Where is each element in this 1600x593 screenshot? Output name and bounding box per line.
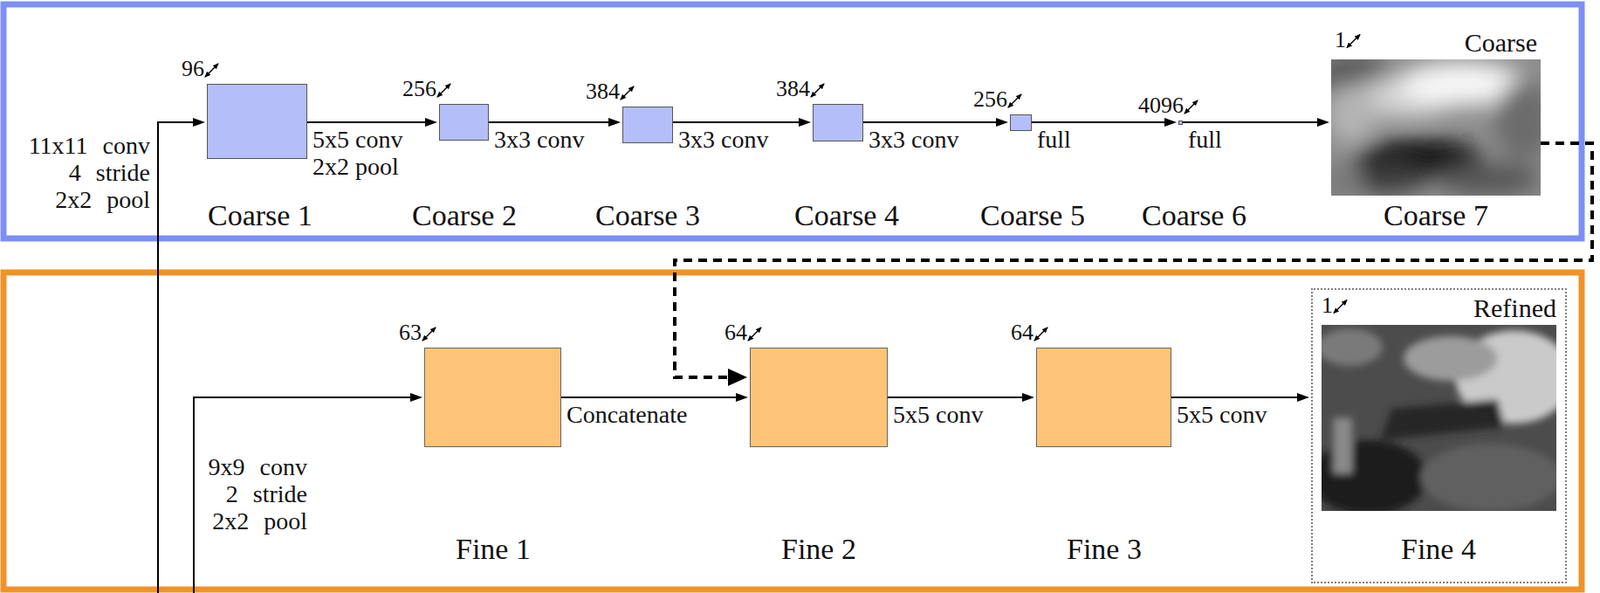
layer-arrow — [307, 121, 426, 124]
coarse-panel — [3, 4, 1582, 239]
map-title: Coarse — [1464, 27, 1538, 57]
depth-glyph — [205, 63, 219, 77]
refined-depth-map: 1 RefinedFine 4 — [1311, 288, 1567, 584]
depth-image — [1321, 324, 1557, 511]
channel-count: 63 — [398, 320, 422, 346]
edge-label: 3x3 conv — [678, 126, 769, 154]
depth-glyph — [422, 327, 436, 341]
channel-count: 384 — [585, 79, 620, 105]
layer-arrow — [1031, 121, 1166, 124]
layer-arrow — [1171, 396, 1298, 399]
depth-glyph — [1346, 34, 1360, 49]
depth-shade — [1321, 328, 1383, 366]
channel-count: 96 — [181, 56, 205, 83]
layer-name: Fine 1 — [455, 532, 531, 565]
layer-arrow — [863, 121, 997, 124]
depth-shade — [1331, 161, 1363, 196]
depth-glyph — [810, 83, 825, 97]
layer-name: Fine 2 — [781, 532, 857, 565]
layer-arrow — [561, 396, 737, 399]
edge-label: 3x3 conv — [868, 126, 959, 154]
layer-box: 256Coarse 5 — [1009, 114, 1032, 131]
layer-box: 96Coarse 1 — [206, 83, 308, 159]
edge-label: 3x3 conv — [494, 126, 584, 154]
depth-glyphs — [205, 34, 1360, 341]
input-line — [157, 122, 194, 593]
edge-label: full — [1187, 126, 1223, 154]
layer-name: Fine 3 — [1066, 532, 1142, 565]
depth-map: 1CoarseCoarse 7 — [1331, 27, 1541, 196]
depth-glyph — [1184, 100, 1198, 114]
depth-shade — [1331, 83, 1378, 145]
layer-name: Coarse 1 — [207, 199, 313, 232]
layer-dot: 4096Coarse 6 — [1178, 120, 1183, 125]
depth-glyph — [437, 83, 451, 97]
depth-glyph — [1008, 94, 1022, 108]
layer-box: 256Coarse 2 — [439, 103, 489, 141]
edge-label: 5x5 conv — [1176, 401, 1267, 429]
depth-glyph — [1333, 300, 1347, 314]
op-label: 9x9 conv 2 stride 2x2 pool — [202, 453, 308, 535]
channel-count: 256 — [402, 76, 437, 103]
layer-arrow — [1182, 121, 1319, 124]
channel-count: 1 — [1334, 27, 1346, 54]
layer-box: 64Fine 3 — [1036, 347, 1172, 447]
depth-shade — [1380, 398, 1505, 440]
layer-name: Coarse 7 — [1383, 199, 1489, 232]
edge-label: full — [1036, 126, 1072, 154]
layer-arrow — [887, 396, 1024, 399]
edge-label: 5x5 conv — [892, 401, 983, 429]
depth-shade — [1435, 163, 1541, 196]
layer-name: Coarse 2 — [412, 199, 517, 232]
layer-box: 64Fine 2 — [749, 347, 888, 447]
layer-name: Coarse 5 — [980, 199, 1085, 232]
layer-box: 384Coarse 4 — [812, 103, 864, 142]
depth-shade — [1403, 336, 1498, 381]
layer-name: Coarse 6 — [1141, 199, 1247, 232]
depth-glyph — [1034, 327, 1048, 341]
depth-glyph — [620, 86, 634, 100]
channel-count: 64 — [1010, 320, 1034, 346]
layer-arrow — [488, 121, 610, 124]
input-line — [193, 397, 412, 593]
layer-name: Coarse 4 — [794, 199, 900, 232]
fine-panel — [3, 272, 1582, 590]
channel-count: 384 — [775, 76, 811, 103]
depth-glyph — [748, 327, 762, 341]
layer-box: 63Fine 1 — [424, 347, 562, 447]
layer-name: Coarse 3 — [595, 199, 701, 232]
edge-label: 5x5 conv 2x2 pool — [312, 126, 416, 181]
edge-label: Concatenate — [566, 401, 687, 429]
channel-count: 1 — [1321, 293, 1333, 319]
channel-count: 256 — [973, 87, 1008, 113]
channel-count: 4096 — [1138, 93, 1184, 119]
depth-shade — [1420, 443, 1557, 511]
depth-shade — [1494, 79, 1541, 162]
map-title: Refined — [1473, 293, 1557, 323]
channel-count: 64 — [724, 320, 748, 346]
op-label: 11x11 conv 4 stride 2x2 pool — [22, 132, 151, 213]
layer-name: Fine 4 — [1400, 532, 1477, 565]
depth-shade — [1332, 418, 1353, 474]
depth-image — [1331, 59, 1541, 196]
layer-box: 384Coarse 3 — [622, 106, 673, 144]
layer-arrow — [672, 121, 800, 124]
